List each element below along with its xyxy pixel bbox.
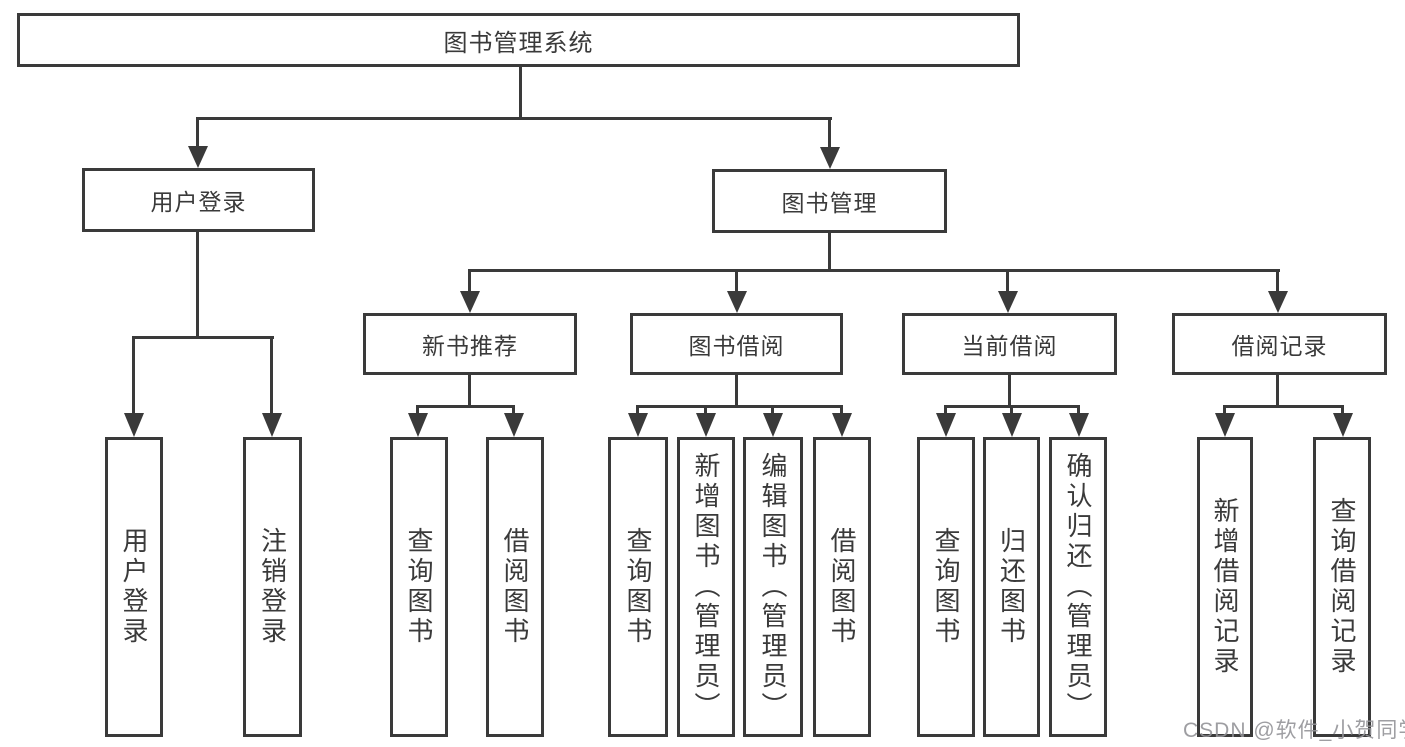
edge-to-bb-borrow bbox=[840, 405, 843, 415]
edge-to-borrowing-records bbox=[1276, 269, 1279, 292]
edge-to-current-borrowing bbox=[1006, 269, 1009, 292]
edge-br-crossbar bbox=[1223, 405, 1344, 408]
edge-book-management-crossbar bbox=[468, 269, 1280, 272]
csdn-watermark: CSDN @软件_小贺同学 bbox=[1183, 719, 1405, 742]
edge-to-cb-confirm bbox=[1077, 405, 1080, 415]
arrowhead-cb-query-icon bbox=[936, 413, 956, 437]
node-book-management: 图书管理 bbox=[712, 169, 947, 233]
edge-to-br-add bbox=[1223, 405, 1226, 415]
arrowhead-nbr-borrow-icon bbox=[504, 413, 524, 437]
node-bb-query-books: 查询图书 bbox=[608, 437, 668, 737]
edge-root-crossbar bbox=[196, 117, 832, 120]
arrowhead-br-add-icon bbox=[1215, 413, 1235, 437]
arrowhead-br-query-icon bbox=[1333, 413, 1353, 437]
arrowhead-book-borrowing-icon bbox=[727, 291, 747, 313]
edge-book-management-stem bbox=[828, 231, 831, 272]
arrowhead-bb-borrow-icon bbox=[832, 413, 852, 437]
edge-to-nbr-query bbox=[416, 405, 419, 415]
edge-nbr-stem bbox=[468, 374, 471, 408]
edge-nbr-crossbar bbox=[416, 405, 515, 408]
node-borrowing-records: 借阅记录 bbox=[1172, 313, 1387, 375]
arrowhead-current-borrowing-icon bbox=[998, 291, 1018, 313]
edge-root-stem bbox=[519, 65, 522, 118]
node-cb-query-books: 查询图书 bbox=[917, 437, 975, 737]
arrowhead-borrowing-records-icon bbox=[1268, 291, 1288, 313]
arrowhead-bb-add-icon bbox=[696, 413, 716, 437]
edge-to-login bbox=[132, 336, 135, 414]
edge-to-user-login bbox=[196, 117, 199, 148]
node-library-management-system: 图书管理系统 bbox=[17, 13, 1020, 67]
edge-to-book-management bbox=[828, 117, 831, 148]
edge-bb-crossbar bbox=[636, 405, 843, 408]
arrowhead-bb-query-icon bbox=[628, 413, 648, 437]
edge-to-cb-return bbox=[1010, 405, 1013, 415]
arrowhead-cb-confirm-icon bbox=[1069, 413, 1089, 437]
edge-cb-stem bbox=[1008, 374, 1011, 408]
arrowhead-user-login-icon bbox=[188, 146, 208, 168]
node-bb-borrow-books: 借阅图书 bbox=[813, 437, 871, 737]
arrowhead-logout-icon bbox=[262, 413, 282, 437]
node-bb-edit-books: 编辑图书（管理员） bbox=[743, 437, 803, 737]
node-book-borrowing: 图书借阅 bbox=[630, 313, 843, 375]
arrowhead-bb-edit-icon bbox=[763, 413, 783, 437]
edge-user-login-crossbar bbox=[132, 336, 274, 339]
node-nbr-query-books: 查询图书 bbox=[390, 437, 448, 737]
edge-to-bb-edit bbox=[771, 405, 774, 415]
arrowhead-login-icon bbox=[124, 413, 144, 437]
edge-bb-stem bbox=[735, 374, 738, 408]
arrowhead-book-management-icon bbox=[820, 147, 840, 169]
node-bb-add-books: 新增图书（管理员） bbox=[677, 437, 735, 737]
edge-to-logout bbox=[270, 336, 273, 414]
edge-to-new-book-recommend bbox=[468, 269, 471, 292]
node-user-login: 用户登录 bbox=[82, 168, 315, 232]
node-logout: 注销登录 bbox=[243, 437, 302, 737]
node-login: 用户登录 bbox=[105, 437, 163, 737]
arrowhead-new-book-recommend-icon bbox=[460, 291, 480, 313]
node-br-query-record: 查询借阅记录 bbox=[1313, 437, 1371, 737]
edge-user-login-stem bbox=[196, 230, 199, 339]
edge-to-cb-query bbox=[944, 405, 947, 415]
node-cb-return-books: 归还图书 bbox=[983, 437, 1040, 737]
arrowhead-nbr-query-icon bbox=[408, 413, 428, 437]
node-br-add-record: 新增借阅记录 bbox=[1197, 437, 1253, 737]
edge-to-book-borrowing bbox=[735, 269, 738, 292]
arrowhead-cb-return-icon bbox=[1002, 413, 1022, 437]
edge-to-bb-add bbox=[704, 405, 707, 415]
edge-br-stem bbox=[1276, 374, 1279, 408]
node-current-borrowing: 当前借阅 bbox=[902, 313, 1117, 375]
edge-to-bb-query bbox=[636, 405, 639, 415]
edge-to-nbr-borrow bbox=[512, 405, 515, 415]
node-new-book-recommend: 新书推荐 bbox=[363, 313, 577, 375]
node-nbr-borrow-books: 借阅图书 bbox=[486, 437, 544, 737]
node-cb-confirm-return: 确认归还（管理员） bbox=[1049, 437, 1107, 737]
edge-to-br-query bbox=[1341, 405, 1344, 415]
